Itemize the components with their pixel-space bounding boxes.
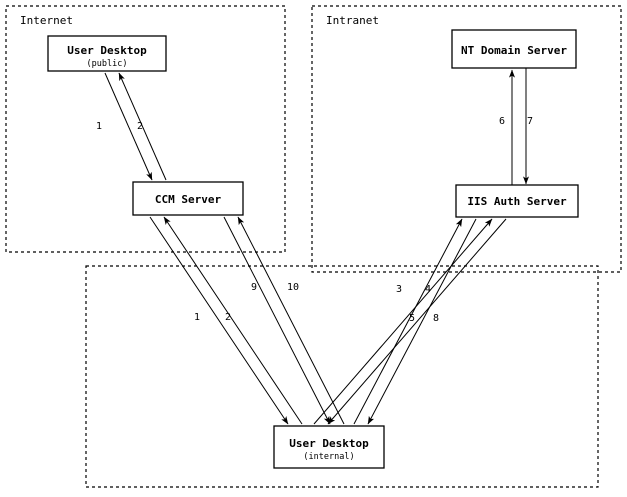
node-user-desktop-public-box[interactable] [47, 35, 167, 72]
node-user-desktop-public[interactable]: User Desktop (public) [47, 35, 167, 72]
step-label-1-public: 1 [96, 121, 102, 132]
step-label-7: 7 [527, 116, 533, 127]
zone-group: Internet Intranet [5, 5, 622, 488]
node-nt-domain-server-box[interactable] [451, 29, 577, 69]
step-label-2-public: 2 [137, 121, 143, 132]
step-label-5: 5 [409, 313, 415, 324]
node-iis-auth-server-box[interactable] [455, 184, 579, 218]
node-user-desktop-internal-title: User Desktop [289, 437, 369, 450]
node-user-desktop-public-title: User Desktop [67, 44, 147, 57]
flow-line-step-2-internal [163, 216, 303, 425]
step-label-10: 10 [287, 282, 299, 293]
flow-line-step-10 [237, 216, 345, 425]
node-user-desktop-internal[interactable]: User Desktop (internal) [273, 425, 385, 469]
step-label-1-internal: 1 [194, 312, 200, 323]
node-user-desktop-public-subtitle: (public) [87, 59, 128, 69]
zone-internet-label: Internet [20, 14, 73, 27]
step-label-9: 9 [251, 282, 257, 293]
step-label-3: 3 [396, 284, 402, 295]
zone-internet-box [5, 5, 286, 253]
node-iis-auth-server-title: IIS Auth Server [467, 195, 567, 208]
zone-intranet-box [311, 5, 622, 273]
flow-line-step-1-internal [149, 216, 289, 425]
node-ccm-server[interactable]: CCM Server [132, 181, 244, 216]
zone-intranet-label: Intranet [326, 14, 379, 27]
flow-line-step-4 [367, 218, 477, 425]
flow-line-step-8 [327, 218, 507, 425]
node-user-desktop-internal-box[interactable] [273, 425, 385, 469]
step-labels-group: 1 2 1 2 3 4 5 6 7 8 9 10 [96, 116, 533, 324]
step-label-4: 4 [425, 284, 431, 295]
step-label-2-internal: 2 [225, 312, 231, 323]
node-ccm-server-box[interactable] [132, 181, 244, 216]
flow-line-step-9 [223, 216, 331, 425]
node-ccm-server-title: CCM Server [155, 193, 222, 206]
flow-line-step-1-public [104, 72, 153, 181]
flow-line-step-5 [313, 218, 493, 425]
flow-lines-group [104, 68, 529, 425]
node-user-desktop-internal-subtitle: (internal) [303, 452, 354, 462]
step-label-8: 8 [433, 313, 439, 324]
flow-line-step-3 [353, 218, 463, 425]
step-label-6: 6 [499, 116, 505, 127]
node-nt-domain-server[interactable]: NT Domain Server [451, 29, 577, 69]
node-iis-auth-server[interactable]: IIS Auth Server [455, 184, 579, 218]
flow-line-step-2-public [118, 72, 167, 181]
node-group: User Desktop (public) CCM Server NT Doma… [47, 29, 579, 469]
node-nt-domain-server-title: NT Domain Server [461, 44, 567, 57]
